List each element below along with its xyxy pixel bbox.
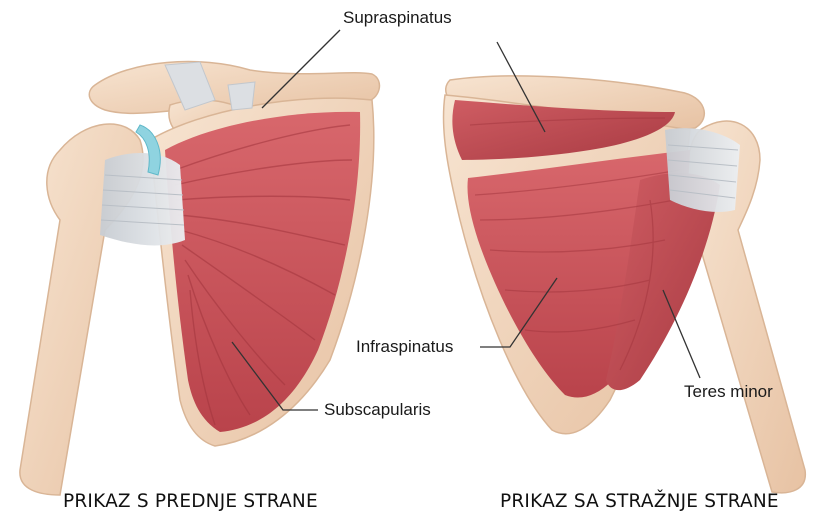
infraspinatus-label: Infraspinatus <box>356 337 453 357</box>
front-tendon <box>100 153 185 245</box>
caption-back-view: PRIKAZ SA STRAŽNJE STRANE <box>500 491 779 512</box>
caption-front-view: PRIKAZ S PREDNJE STRANE <box>63 491 318 512</box>
back-view-shoulder <box>443 76 805 493</box>
front-view-shoulder <box>20 62 380 495</box>
teres-minor-label: Teres minor <box>684 382 773 402</box>
front-ligament-2 <box>228 82 255 110</box>
supraspinatus-label: Supraspinatus <box>343 8 452 28</box>
subscapularis-label: Subscapularis <box>324 400 431 420</box>
subscapularis-muscle <box>165 112 360 432</box>
back-tendon <box>665 128 740 212</box>
